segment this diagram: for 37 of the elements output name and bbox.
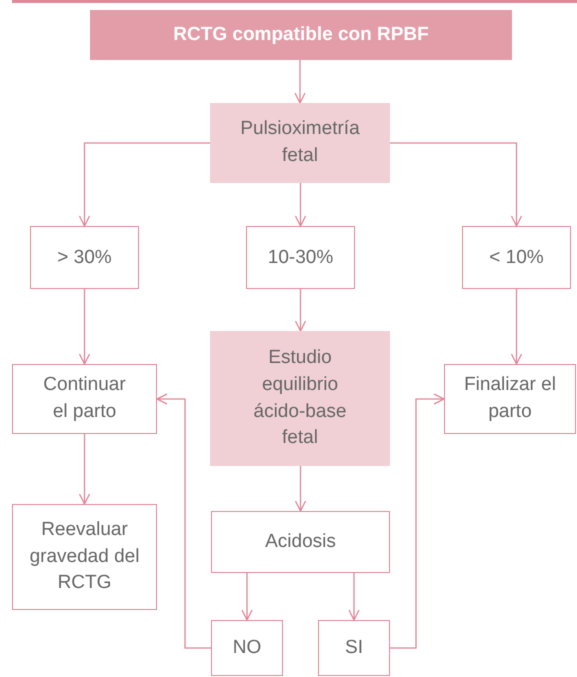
step-box xyxy=(246,226,355,289)
node-text: RCTG compatible con RPBF xyxy=(172,23,430,48)
arrow xyxy=(78,289,90,365)
step-box xyxy=(318,620,390,676)
arrow xyxy=(78,142,210,227)
node-text: SI xyxy=(344,636,364,660)
node-text: NO xyxy=(232,636,262,660)
node-text: Pulsioximetría fetal xyxy=(239,117,361,168)
node-text: Estudio equilibrio ácido-base fetal xyxy=(252,346,348,450)
arrow xyxy=(294,466,306,512)
step-box xyxy=(211,620,283,676)
arrow xyxy=(510,289,522,365)
node-text: > 30% xyxy=(56,246,113,270)
arrow xyxy=(390,142,522,227)
arrow xyxy=(78,434,90,505)
node-text: Continuar el parto xyxy=(42,373,127,424)
step-box xyxy=(444,364,576,434)
step-box xyxy=(211,511,390,573)
node-text: < 10% xyxy=(488,246,545,270)
process-box xyxy=(210,331,390,466)
node-text: 10-30% xyxy=(266,246,334,270)
node-text: Acidosis xyxy=(264,530,337,554)
arrow xyxy=(348,573,360,621)
arrow xyxy=(156,393,211,649)
arrow xyxy=(294,183,306,227)
node-text: Finalizar el parto xyxy=(463,373,557,424)
arrow xyxy=(241,573,253,621)
step-box xyxy=(12,504,157,610)
arrow xyxy=(390,393,445,649)
step-box xyxy=(462,226,571,289)
header-box xyxy=(90,10,512,60)
step-box xyxy=(30,226,139,289)
arrow xyxy=(294,289,306,332)
process-box xyxy=(210,103,390,183)
arrow xyxy=(294,60,306,104)
step-box xyxy=(12,364,157,434)
node-text: Reevaluar gravedad del RCTG xyxy=(28,518,140,596)
